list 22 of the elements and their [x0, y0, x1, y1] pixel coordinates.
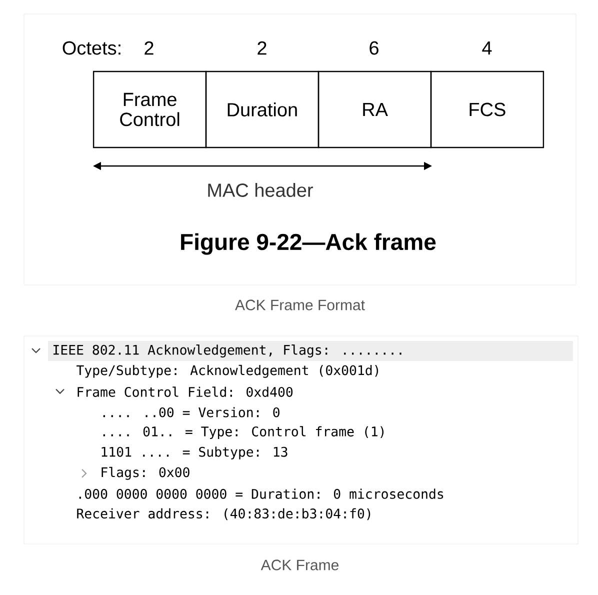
field-box: Frame Control: [92, 70, 207, 148]
tree-row-text: IEEE 802.11 Acknowledgement, Flags: ........: [54, 344, 402, 358]
octet-count: 2: [258, 41, 266, 55]
octet-count: 6: [370, 41, 378, 55]
tree-row-text: 1101 .... = Subtype: 13: [102, 446, 288, 460]
figure-title: Figure 9-22—Ack frame: [181, 233, 436, 255]
octet-count: 2: [144, 41, 154, 55]
dimension-label: MAC header: [208, 183, 313, 197]
tree-row-text: .... 01.. = Type: Control frame (1): [103, 426, 384, 440]
field-box: Duration: [205, 70, 320, 148]
tree-row-text: Frame Control Field: 0xd400: [78, 386, 293, 397]
tree-row-text: .000 0000 0000 0000 = Duration: 0 microseconds: [79, 488, 444, 499]
tree-row-text: Type/Subtype: Acknowledgement (0x001d): [76, 364, 378, 378]
caption: ACK Frame: [260, 560, 338, 570]
tree-row-text: Receiver address: (40:83:de:b3:04:f0): [77, 508, 370, 520]
octet-count: 4: [482, 41, 492, 55]
tree-row-text: Flags: 0x00: [102, 466, 190, 480]
tree-row-text: .... ..00 = Version: 0: [103, 407, 280, 418]
caption: ACK Frame Format: [235, 300, 365, 310]
field-box: FCS: [430, 70, 544, 148]
field-box: RA: [318, 70, 432, 148]
octets-label: Octets:: [62, 41, 120, 55]
